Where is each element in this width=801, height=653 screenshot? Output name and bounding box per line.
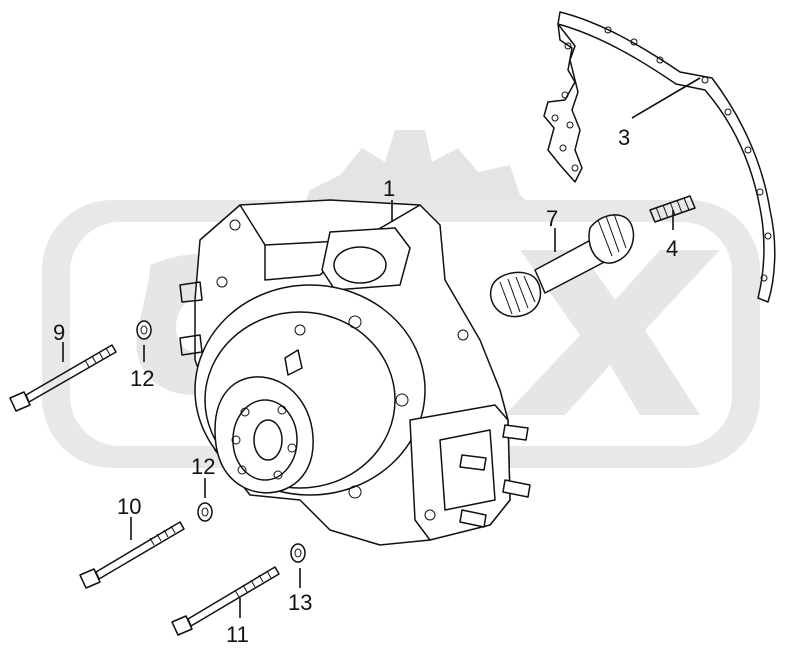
- callout-13: 13: [288, 590, 312, 615]
- callout-11: 11: [226, 622, 249, 647]
- callout-3: 3: [618, 125, 630, 150]
- splined-shaft-part: [489, 213, 635, 318]
- callout-1: 1: [383, 176, 395, 201]
- bolt-part-9: [9, 344, 117, 412]
- bolt-part-11: [171, 566, 280, 636]
- callout-labels: 1 3 4 7 9 10 11 12 12 13: [53, 125, 678, 647]
- callout-9: 9: [53, 320, 65, 345]
- callout-7: 7: [546, 206, 558, 231]
- callout-12-top: 12: [130, 366, 154, 391]
- gearbox-housing-part: [179, 199, 531, 546]
- leader-lines: [62, 77, 701, 618]
- washer-part-13: [290, 543, 306, 563]
- callout-10: 10: [117, 494, 141, 519]
- spring-part: [649, 195, 696, 223]
- gasket-part: [543, 11, 776, 303]
- washer-part-12-bottom: [197, 502, 213, 522]
- bolt-part-10: [79, 521, 185, 589]
- washer-part-12-top: [136, 320, 152, 340]
- callout-4: 4: [666, 236, 678, 261]
- callout-12-bottom: 12: [191, 454, 215, 479]
